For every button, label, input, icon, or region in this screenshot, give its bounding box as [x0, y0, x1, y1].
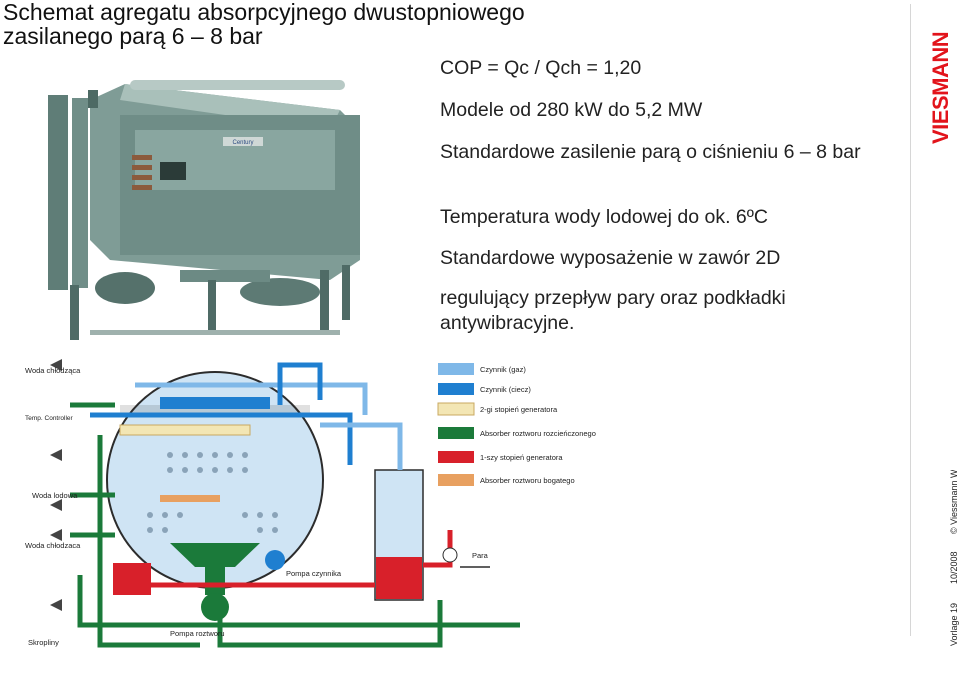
absorption-schematic: Woda chłodząca Temp. Controller Woda lod…	[20, 345, 620, 667]
footer-date: 10/2008	[949, 551, 959, 584]
legend-swatch-gas	[438, 363, 474, 375]
bullet-regulating: regulujący przepływ pary oraz podkładki …	[440, 287, 786, 334]
nameplate	[223, 137, 263, 146]
footer-page: Vorlage 19	[949, 603, 959, 646]
bullet-temperature: Temperatura wody lodowej do ok. 6ºC	[440, 206, 768, 228]
label-temp-controller: Temp. Controller	[25, 415, 74, 422]
bullet-models: Modele od 280 kW do 5,2 MW	[440, 99, 703, 121]
slide-footer: Vorlage 19 10/2008 © Viessmann Werke	[944, 452, 960, 646]
label-solution-pump: Pompa roztworu	[170, 629, 225, 638]
legend: Czynnik (gaz) Czynnik (ciecz) 2-gi stopi…	[437, 363, 596, 486]
legend-label-gen2: 2-gi stopień generatora	[480, 405, 558, 414]
legend-label-dilute: Absorber roztworu rozcieńczonego	[480, 429, 596, 438]
solution-pump-icon	[201, 593, 229, 621]
slide-title: Schemat agregatu absorpcyjnego dwustopni…	[3, 0, 525, 48]
divider-line	[910, 4, 911, 636]
footer-copyright: © Viessmann Werke	[949, 470, 959, 534]
legend-label-gas: Czynnik (gaz)	[480, 365, 526, 374]
bullet-steam: Standardowe zasilenie parą o ciśnieniu 6…	[440, 141, 861, 163]
logo-text: VIESMANN	[929, 32, 951, 144]
label-cooling-water-top: Woda chłodząca	[25, 366, 81, 375]
label-condensate: Skropliny	[28, 638, 59, 647]
legend-label-liquid: Czynnik (ciecz)	[480, 385, 531, 394]
title-line-1: Schemat agregatu absorpcyjnego dwustopni…	[3, 0, 525, 25]
bullet-valve: Standardowe wyposażenie w zawór 2D	[440, 247, 781, 269]
nameplate-label: Century	[232, 140, 253, 146]
legend-swatch-liquid	[438, 383, 474, 395]
legend-label-rich: Absorber roztworu bogatego	[480, 476, 575, 485]
legend-swatch-gen1	[438, 451, 474, 463]
legend-label-gen1: 1-szy stopień generatora	[480, 453, 563, 462]
bullet-cop: COP = Qc / Qch = 1,20	[440, 57, 642, 79]
label-cooling-water-bottom: Woda chłodzaca	[25, 541, 81, 550]
refrigerant-pump-icon	[265, 550, 285, 570]
label-steam: Para	[472, 551, 489, 560]
legend-swatch-dilute	[438, 427, 474, 439]
viessmann-logo: VIESMANN	[928, 4, 953, 144]
label-refrigerant-pump: Pompa czynnika	[286, 569, 342, 578]
title-line-2: zasilanego parą 6 – 8 bar	[3, 23, 263, 49]
legend-swatch-rich	[438, 474, 474, 486]
label-chilled-water: Woda lodowa	[32, 491, 78, 500]
chiller-photo: Century	[30, 70, 370, 340]
legend-swatch-gen2	[437, 402, 475, 416]
